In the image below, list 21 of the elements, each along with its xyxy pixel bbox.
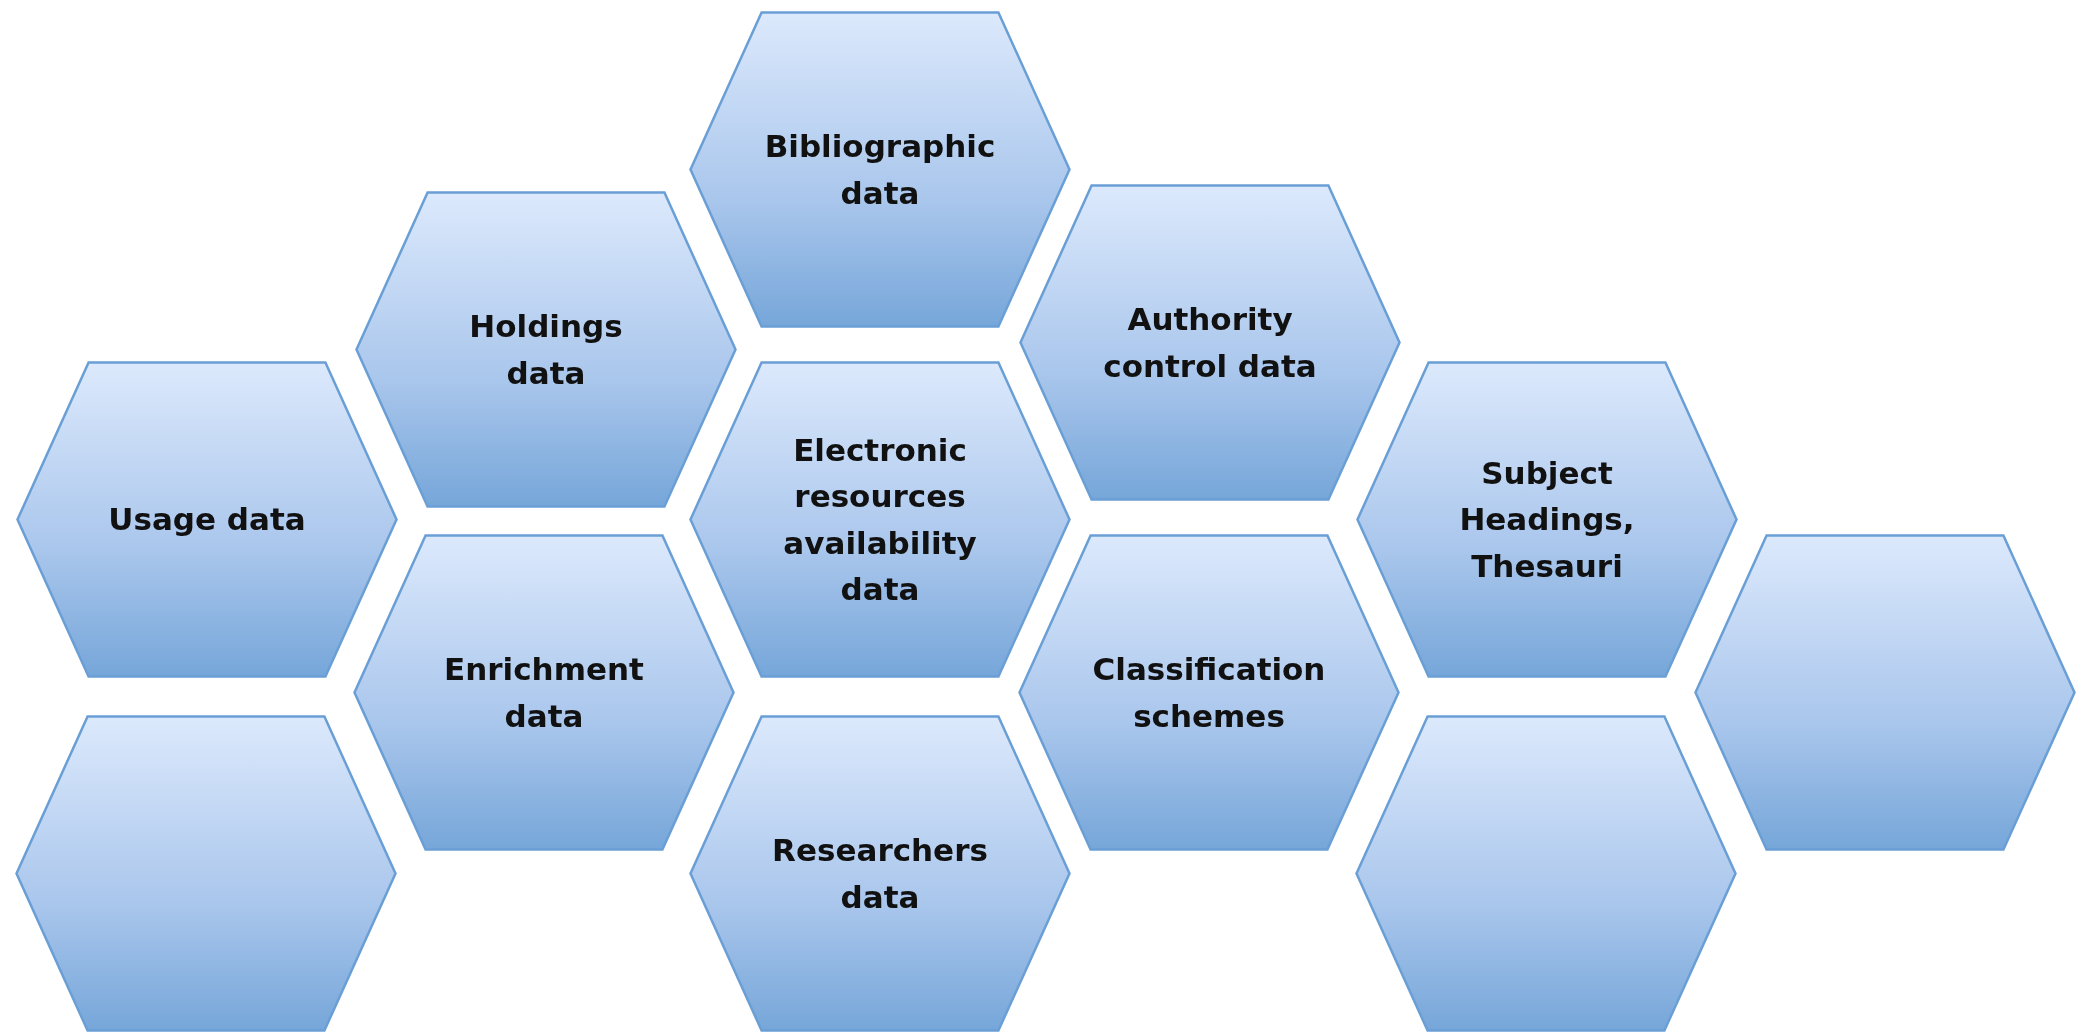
- hexagon-tile: [1356, 361, 1738, 678]
- hexagon-tile: [16, 361, 398, 678]
- hexagon-tile: [355, 191, 737, 508]
- hexagon-tile: [1355, 715, 1737, 1032]
- hexagon-tile: [689, 361, 1071, 678]
- hexagon-tile: [1694, 534, 2076, 851]
- tile-label: Enrichment data: [443, 650, 645, 736]
- hexagon-tile: [689, 11, 1071, 328]
- hexagon-tile: [15, 715, 397, 1032]
- hexagon-tile: [1019, 184, 1401, 501]
- tile-label: Holdings data: [468, 307, 624, 393]
- hexagon-tile: [353, 534, 735, 851]
- tile-label: Electronic resources availability data: [782, 430, 978, 609]
- tile-label: Researchers data: [771, 831, 989, 917]
- hexagon-tile: [1018, 534, 1400, 851]
- tile-label: Authority control data: [1102, 300, 1318, 386]
- hexagon-tile: [689, 715, 1071, 1032]
- tile-label: Bibliographic data: [763, 127, 997, 213]
- tile-label: Classification schemes: [1091, 650, 1327, 736]
- tile-label: Subject Headings, Thesauri: [1458, 453, 1636, 586]
- tile-label: Usage data: [108, 500, 306, 540]
